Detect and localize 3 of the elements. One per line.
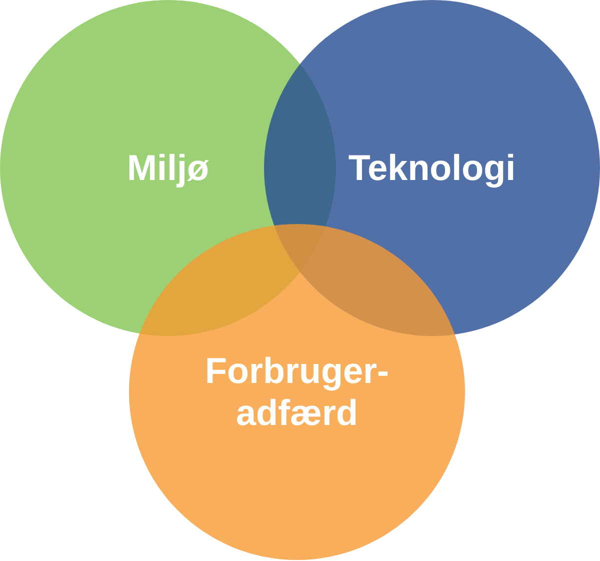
circle-label: Forbruger- adfærd [204, 350, 390, 434]
circle-label: Teknologi [348, 147, 516, 189]
circle-label: Miljø [127, 147, 209, 189]
